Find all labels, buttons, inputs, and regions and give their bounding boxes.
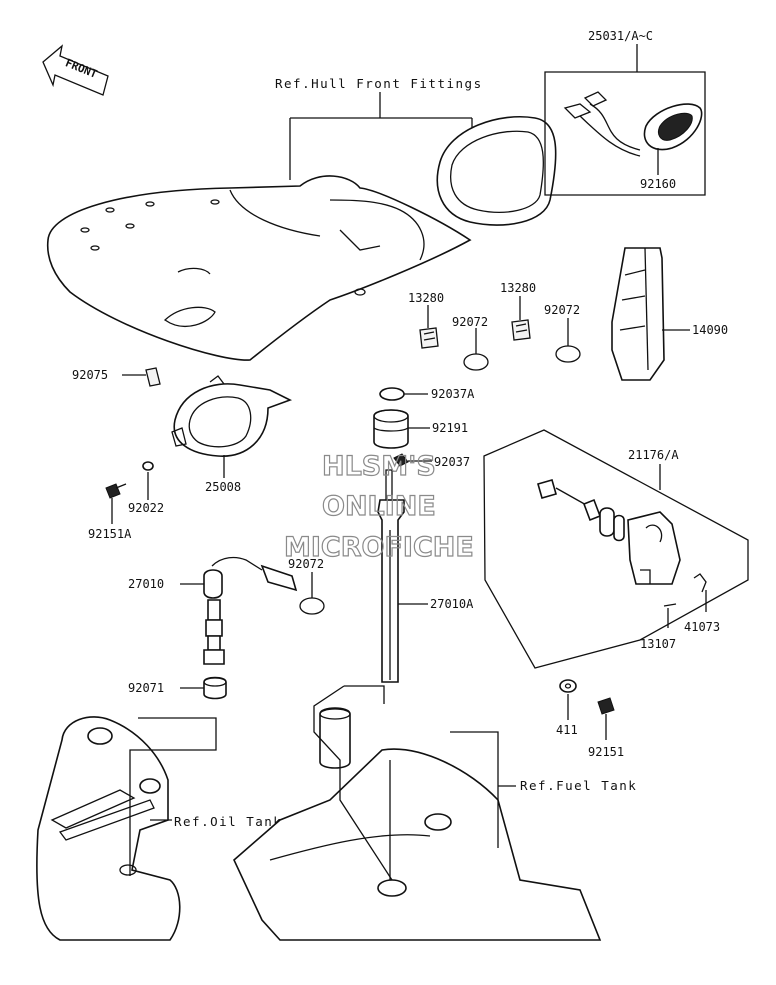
ref-fuel-tank-label: Ref.Fuel Tank: [520, 778, 637, 793]
oil-tank-part: [36, 716, 217, 941]
bracket-25008-part: [171, 375, 293, 478]
part-21176-label: 21176/A: [628, 448, 679, 462]
part-41073-label: 41073: [684, 620, 720, 634]
bolt-92151-part: [597, 697, 615, 740]
part-92072-lower-label: 92072: [288, 557, 324, 571]
clamp-92072-lower: [299, 572, 325, 615]
hull-front-part: [46, 175, 472, 361]
part-92151-label: 92151: [588, 745, 624, 759]
watermark-line-2: ONLINE: [322, 491, 436, 522]
part-14090-label: 14090: [692, 323, 728, 337]
part-92037a-label: 92037A: [431, 387, 475, 401]
meter-assembly-box: [544, 44, 706, 196]
meter-cover-part: [436, 116, 557, 226]
clamp-92072-top-right: [555, 318, 581, 363]
ref-hull-label: Ref.Hull Front Fittings: [275, 76, 483, 91]
part-92072-top-left-label: 92072: [452, 315, 488, 329]
sender-27010a-part: [377, 469, 428, 683]
tape-13280-right: [511, 296, 531, 341]
clamp-92037-part: [393, 453, 432, 467]
clamp-92072-top-left: [463, 328, 489, 371]
part-92075-label: 92075: [72, 368, 108, 382]
clip-92075-part: [122, 367, 161, 387]
front-arrow-icon: FRONT: [42, 44, 109, 96]
ref-oil-tank-label: Ref.Oil Tank: [174, 814, 282, 829]
fuel-tank-part: [233, 685, 602, 941]
part-92071-label: 92071: [128, 681, 164, 695]
watermark-line-1: HLSM'S: [322, 451, 436, 482]
part-92151a-label: 92151A: [88, 527, 132, 541]
tape-13280-left: [419, 305, 439, 349]
part-411-label: 411: [556, 723, 578, 737]
part-13280-left-label: 13280: [408, 291, 444, 305]
part-92072-top-right-label: 92072: [544, 303, 580, 317]
part-13107-label: 13107: [640, 637, 676, 651]
grommet-92191-part: [373, 409, 430, 449]
washer-411-part: [559, 679, 577, 720]
front-arrow-label: FRONT: [63, 56, 99, 81]
bolt-92151a-part: [105, 483, 127, 524]
part-92191-label: 92191: [432, 421, 468, 435]
sensor-21176-box: [483, 429, 749, 669]
part-13280-right-label: 13280: [500, 281, 536, 295]
sensor-27010-part: [180, 556, 298, 665]
washer-92022-part: [142, 461, 154, 500]
part-92037-label: 92037: [434, 455, 470, 469]
grommet-92071-part: [180, 676, 227, 700]
part-92022-label: 92022: [128, 501, 164, 515]
part-25031-label: 25031/A~C: [588, 29, 653, 43]
part-92160-label: 92160: [640, 177, 676, 191]
watermark: HLSM'S ONLINE MICROFICHE: [283, 450, 474, 563]
watermark-line-3: MICROFICHE: [284, 532, 474, 563]
part-25008-label: 25008: [205, 480, 241, 494]
part-27010a-label: 27010A: [430, 597, 474, 611]
part-27010-label: 27010: [128, 577, 164, 591]
clamp-92037a-part: [379, 387, 428, 401]
pad-14090-part: [611, 247, 690, 381]
